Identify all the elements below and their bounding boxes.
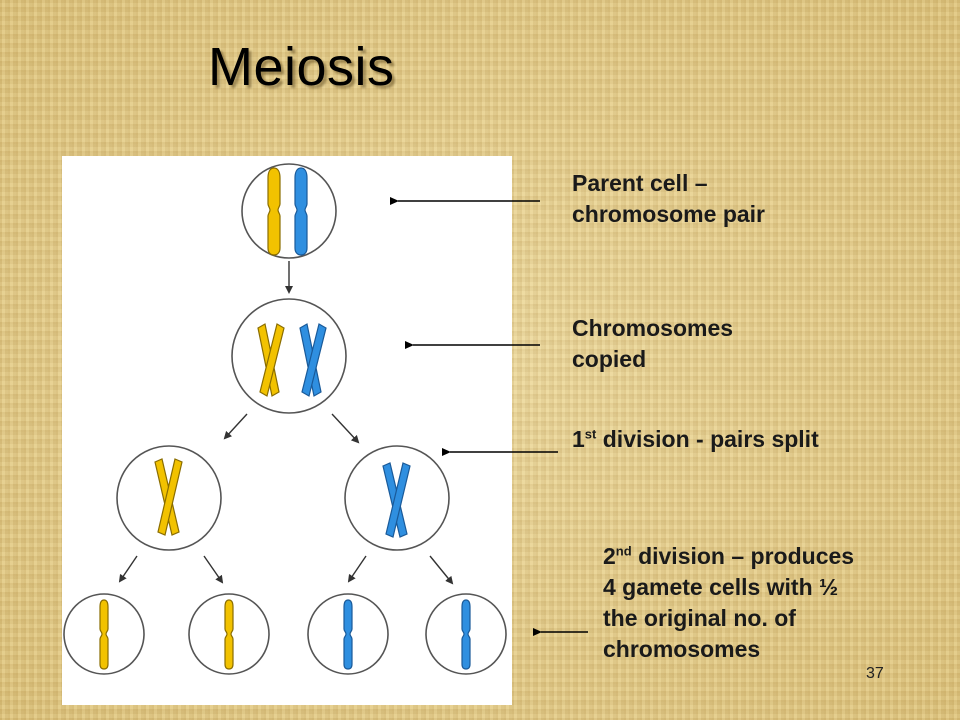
diagonal-arrow-icon — [203, 555, 224, 584]
division-text: division - pairs split — [596, 426, 819, 452]
diagonal-arrow-icon — [118, 555, 138, 583]
division-text: division – produces — [631, 543, 855, 569]
gamete-cell-yellow-2 — [188, 593, 270, 675]
label-line: chromosome pair — [572, 201, 765, 227]
label-line: copied — [572, 346, 647, 372]
parent-cell — [241, 163, 337, 259]
label-line: Chromosomes — [572, 315, 734, 341]
ordinal-suffix: nd — [615, 543, 632, 559]
meiosis-diagram-panel — [62, 156, 512, 705]
diagonal-arrow-icon — [347, 555, 367, 583]
diagonal-arrow-icon — [223, 413, 248, 440]
label-line: chromosomes — [603, 636, 761, 662]
division-number: 2 — [603, 543, 616, 569]
label-line: 2nd division – produces — [603, 541, 854, 572]
gamete-cell-blue-1 — [307, 593, 389, 675]
label-line: Parent cell – — [572, 170, 708, 196]
gamete-cell-yellow-1 — [63, 593, 145, 675]
label-parent-cell: Parent cell – chromosome pair — [572, 168, 765, 230]
ordinal-suffix: st — [584, 426, 597, 442]
first-division-cell-blue — [344, 445, 450, 551]
gamete-cell-blue-2 — [425, 593, 507, 675]
label-first-division: 1st division - pairs split — [572, 424, 819, 455]
yellow-chromosome — [267, 167, 281, 256]
blue-chromosome — [294, 167, 308, 256]
label-line: the original no. of — [603, 605, 796, 631]
copied-cell — [231, 298, 347, 414]
label-line: 4 gamete cells with ½ — [603, 574, 839, 600]
blue-chromosome-x — [299, 323, 327, 397]
first-division-cell-yellow — [116, 445, 222, 551]
yellow-chromosome-x — [257, 323, 285, 397]
meiosis-diagram — [63, 163, 507, 675]
division-number: 1 — [572, 426, 585, 452]
label-chromosomes-copied: Chromosomes copied — [572, 313, 733, 375]
diagonal-arrow-icon — [429, 555, 454, 585]
page-number: 37 — [866, 665, 884, 682]
diagonal-arrow-icon — [331, 413, 360, 444]
label-second-division: 2nd division – produces 4 gamete cells w… — [603, 541, 854, 665]
slide-title: Meiosis — [208, 37, 395, 97]
